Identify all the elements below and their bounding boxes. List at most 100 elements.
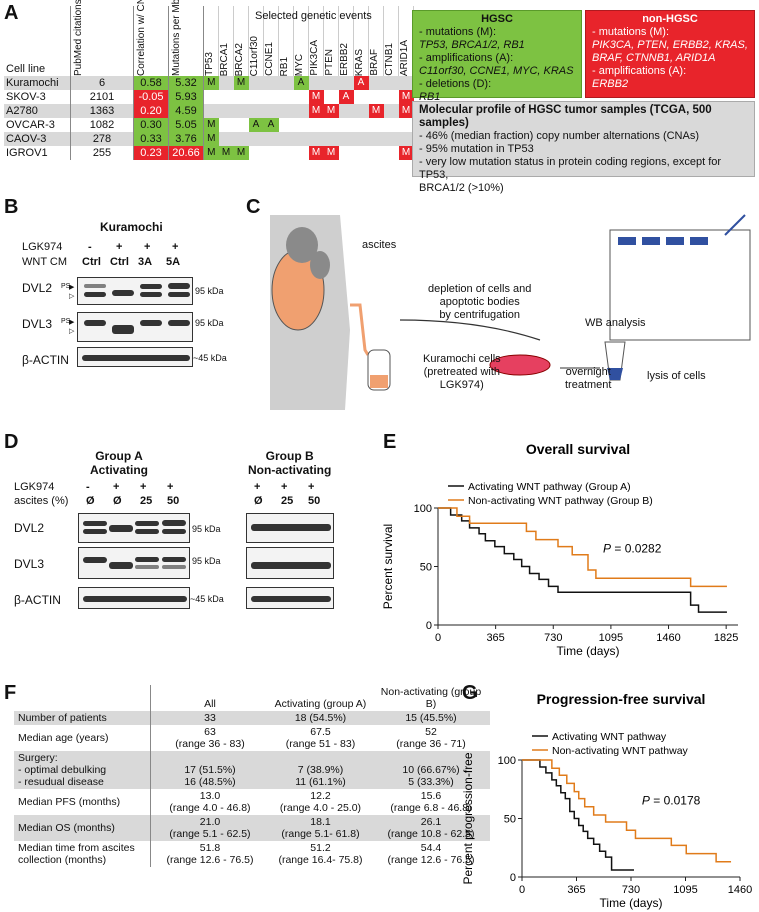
cell-line: 15.6 (420, 790, 442, 802)
cell-line: 54.4 (420, 842, 442, 854)
panel-letter-g: G (462, 682, 478, 704)
cell-line: (range 5.1 - 62.5) (169, 828, 251, 840)
filled-arrow-icon: ▶ (69, 284, 75, 291)
cell-line: (range 36 - 71) (396, 738, 466, 750)
event-cell: M (203, 118, 219, 132)
condition-sign: + (172, 241, 179, 253)
tcga-box: Molecular profile of HGSC tumor samples … (412, 101, 755, 194)
column-header (14, 685, 151, 711)
cell-line: 16 (48.5%) (184, 776, 236, 788)
condition-label: Ctrl (110, 256, 129, 268)
wb-frame (609, 229, 751, 341)
gene-header: BRAF (368, 6, 384, 76)
column-header-text: Correlation w/ CNA of HGSC (136, 0, 147, 76)
column-header: PubMed citations: Domcke, et al. 2013 (70, 0, 134, 76)
cell-line: - resudual disease (18, 776, 104, 788)
survival-curve (522, 759, 634, 871)
event-cell (294, 90, 309, 104)
blot-label-dvl3: DVL3 (14, 557, 45, 571)
cell-line: 18 (54.5%) (294, 712, 347, 724)
all-cell: 33 (150, 711, 269, 725)
column-header: Mutations per Mb (168, 0, 204, 76)
open-arrow-icon: ▷ (69, 328, 75, 335)
text-line: apoptotic bodies (439, 296, 520, 308)
event-cell (384, 104, 399, 118)
petri-dish-icon (489, 354, 551, 376)
organ-shape (286, 227, 318, 263)
event-cell: M (368, 104, 384, 118)
all-cell: 13.0(range 4.0 - 46.8) (151, 789, 270, 815)
condition-value: + (113, 481, 120, 493)
cell-line: 7 (38.9%) (297, 764, 344, 776)
cell-line: 21.0 (199, 816, 221, 828)
event-cell (339, 146, 354, 160)
event-cell (264, 146, 279, 160)
lysis-label: lysis of cells (647, 370, 706, 382)
column-header: Non-activating (group B) (380, 686, 482, 710)
condition-label: Ctrl (82, 256, 101, 268)
condition-value: 50 (167, 495, 180, 507)
gene-header-text: BRCA1 (219, 42, 230, 76)
event-cell (219, 132, 234, 146)
blot-actin-groupB (246, 587, 334, 609)
text-line: LGK974) (439, 379, 484, 391)
chart-title: Overall survival (526, 441, 630, 457)
cell-line: collection (months) (18, 854, 107, 866)
cell-line: 12.2 (310, 790, 331, 802)
event-cell (384, 132, 399, 146)
event-cell: A (263, 118, 279, 132)
text-line: depletion of cells and (428, 283, 532, 295)
blot-dvl2-groupA (78, 513, 190, 543)
gene-header-text: ARID1A (399, 39, 410, 76)
condition-value: Ø (86, 495, 95, 507)
event-cell (324, 76, 339, 90)
event-cell: A (248, 118, 264, 132)
text-line: - mutations (M): (419, 26, 497, 38)
text-line: - amplifications (A): (419, 52, 514, 64)
event-cell (294, 146, 309, 160)
group-a-cell: 18 (54.5%) (269, 711, 372, 725)
blot-actin-groupA (78, 587, 190, 609)
event-cell (309, 118, 324, 132)
cell-line (155, 752, 265, 764)
event-cell (219, 104, 234, 118)
condition-label: 3A (138, 256, 153, 268)
event-cell (369, 118, 384, 132)
gene-header-text: RB1 (279, 56, 290, 76)
text-line: treatment (565, 379, 612, 391)
cell-line (273, 752, 368, 764)
panel-b-row2-label: WNT CM (22, 256, 68, 268)
blot-label-dvl2: DVL2 (22, 281, 53, 295)
organ-shape (310, 251, 330, 279)
event-cell (354, 118, 369, 132)
panel-b-row1-label: LGK974 (22, 241, 63, 253)
table-header-row: Cell linePubMed citations: Domcke, et al… (4, 0, 414, 76)
citations-cell: 1082 (70, 118, 134, 132)
condition-sign: + (116, 241, 123, 253)
correlation-cell: 0.20 (133, 104, 169, 118)
blot-label-actin: β-ACTIN (14, 593, 61, 607)
event-cell (264, 132, 279, 146)
cell-line: Median time from ascites (18, 842, 135, 854)
column-header-text: PubMed citations: Domcke, et al. 2013 (73, 0, 84, 76)
condition-value: + (254, 481, 261, 493)
group-b-line2: Non-activating (248, 463, 332, 477)
x-tick-label: 1460 (656, 632, 680, 644)
event-cell: M (398, 90, 414, 104)
event-cell (354, 90, 369, 104)
survival-curve (438, 507, 727, 588)
gene-header-text: MYC (294, 53, 305, 76)
event-cell: M (323, 104, 339, 118)
x-tick-label: 730 (622, 884, 640, 896)
event-cell: M (398, 104, 414, 118)
x-axis-label: Time (days) (557, 644, 620, 658)
column-header: Correlation w/ CNA of HGSC (133, 0, 169, 76)
row-label: Surgery:- optimal debulking- resudual di… (14, 751, 151, 789)
group-a-line1: Group A (95, 449, 143, 463)
mutations-cell: 5.93 (168, 90, 204, 104)
event-cell (279, 76, 294, 90)
text-line: overnight (565, 366, 611, 378)
